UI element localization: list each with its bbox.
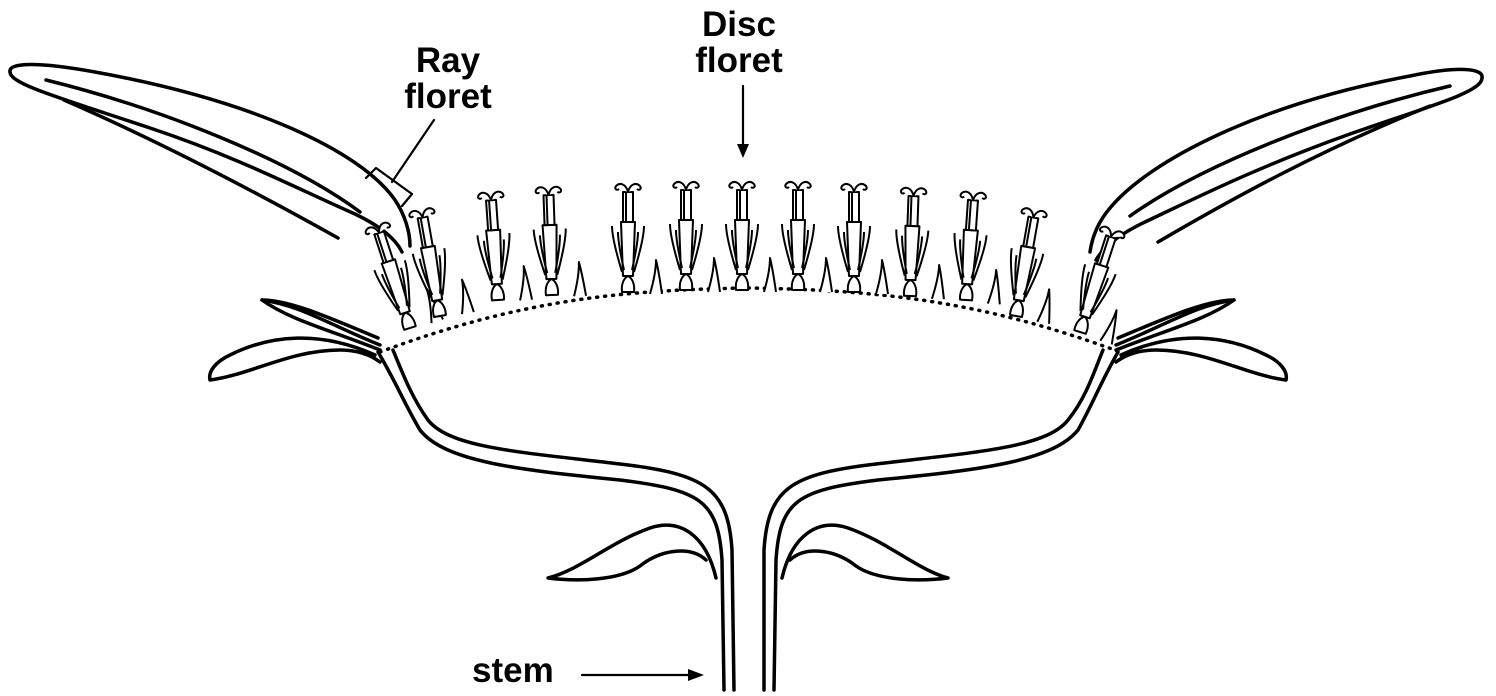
disc-floret-label: Disc floret: [672, 7, 806, 79]
left-ray-petal: [10, 65, 410, 253]
stem-arrow: [582, 669, 704, 681]
ray-floret-label: Ray floret: [386, 43, 510, 115]
stem-leaves: [548, 525, 948, 580]
disc-floret-arrow: [737, 86, 749, 158]
disc-floret: [1064, 224, 1146, 344]
disc-floret: [838, 184, 888, 294]
ray-floret-label-line1: Ray: [386, 43, 510, 79]
disc-floret: [670, 182, 720, 292]
disc-floret-label-line2: floret: [672, 43, 806, 79]
disc-floret: [950, 191, 1008, 304]
disc-floret: [726, 182, 776, 292]
disc-floret: [475, 190, 533, 303]
right-ray-petal: [1090, 69, 1482, 260]
disc-floret: [894, 188, 948, 300]
receptacle: [378, 288, 1120, 690]
disc-floret: [782, 182, 832, 292]
ray-floret-bracket: [366, 120, 434, 206]
disc-floret: [1000, 207, 1068, 324]
disc-floret: [405, 204, 473, 321]
disc-floret: [612, 184, 662, 294]
involucral-bracts: [210, 300, 1287, 380]
stem-label: stem: [472, 653, 576, 689]
disc-floret: [532, 186, 586, 298]
ray-floret-label-line2: floret: [386, 79, 510, 115]
disc-floret-label-line1: Disc: [672, 7, 806, 43]
